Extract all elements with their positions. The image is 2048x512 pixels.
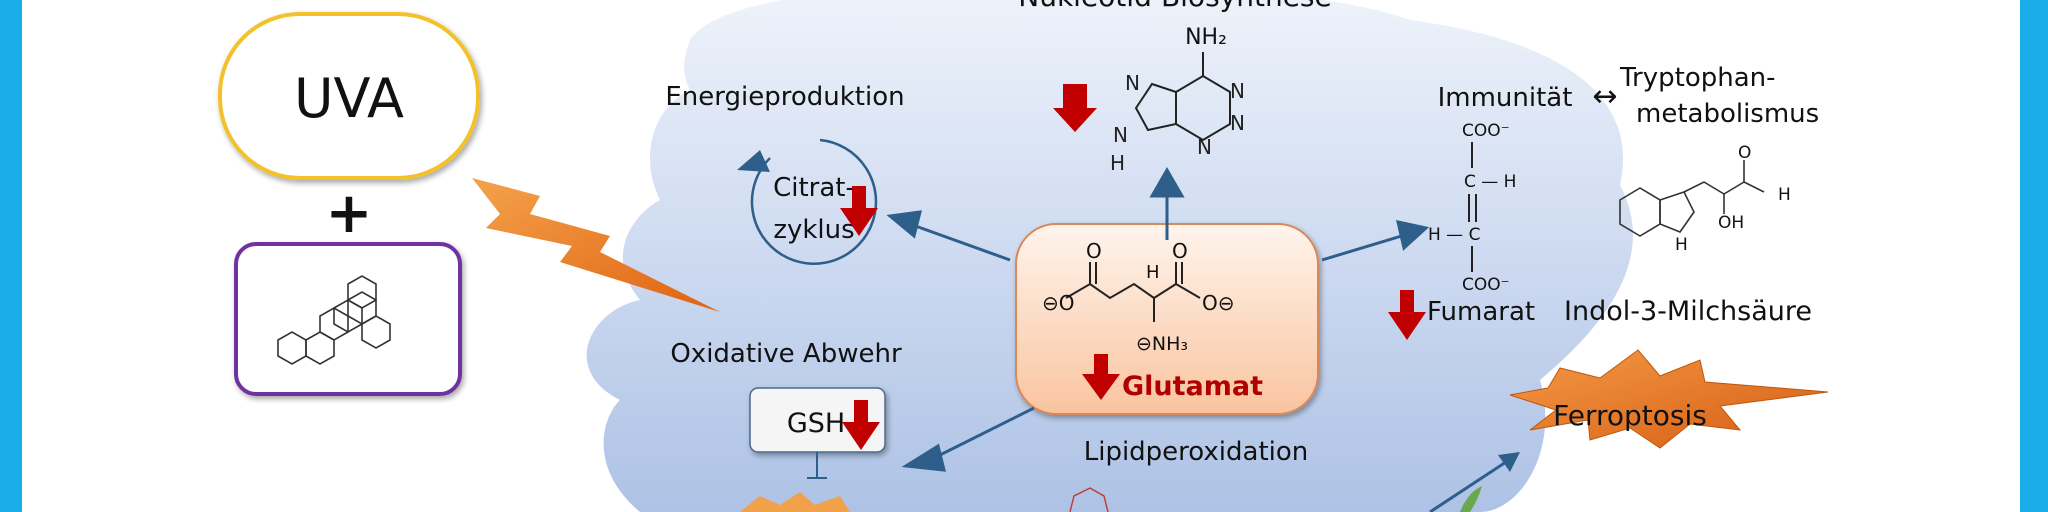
lipid-structure-icon <box>1069 487 1109 512</box>
left-blue-border <box>0 0 22 512</box>
tryptophan-line2: metabolismus <box>1636 99 1819 129</box>
coo-top-label: COO⁻ <box>1462 121 1510 141</box>
adenine-structure-icon <box>1134 52 1231 142</box>
benzopyrene-structure-icon <box>277 275 391 365</box>
uva-box: UVA <box>218 12 480 180</box>
svg-text:N: N <box>1230 111 1245 135</box>
citrate-cycle-circle <box>750 138 878 265</box>
adenine-atom-labels: N N N N N H <box>1110 71 1245 175</box>
plus-sign: + <box>326 181 373 246</box>
indole-oh-label: OH <box>1718 213 1744 233</box>
ch-label: C — H <box>1464 172 1516 192</box>
lipid-title: Lipidperoxidation <box>1084 437 1309 467</box>
citrate-cycle-line1: Citrat- <box>773 173 855 203</box>
arrowhead-nucleotide-icon <box>1149 166 1185 198</box>
cycle-arrowhead-icon <box>737 150 770 172</box>
nucleotide-down-arrow-icon <box>1053 84 1097 132</box>
glu-o-left: ⊖O <box>1042 291 1075 315</box>
svg-text:H: H <box>1110 151 1125 175</box>
svg-text:N: N <box>1113 123 1128 147</box>
glu-o-top-1: O <box>1086 239 1102 263</box>
gsh-down-arrow-icon <box>842 400 880 450</box>
citrate-cycle-line2: zyklus <box>773 215 854 245</box>
green-leaf-partial <box>1460 486 1482 512</box>
fumarat-label: Fumarat <box>1427 297 1535 327</box>
ferroptosis-burst <box>1509 349 1829 449</box>
glu-h-label: H <box>1146 262 1160 283</box>
orange-burst-partial <box>740 492 850 512</box>
arrowhead-energy-icon <box>886 210 922 239</box>
arrowhead-immunity-icon <box>1396 220 1430 251</box>
energy-title: Energieproduktion <box>665 82 904 112</box>
svg-text:N: N <box>1125 71 1140 95</box>
glutamate-structure-icon <box>1065 262 1201 322</box>
arrow-to-energy <box>909 222 1011 262</box>
right-blue-border <box>2020 0 2048 512</box>
fumarat-down-arrow-icon <box>1388 290 1426 340</box>
connector-arrows <box>886 166 1430 472</box>
glu-o-right: O⊖ <box>1202 291 1235 315</box>
ferroptosis-label: Ferroptosis <box>1553 399 1707 432</box>
glu-nh3-label: ⊖NH₃ <box>1136 333 1188 355</box>
citrate-down-arrow-icon <box>840 186 878 236</box>
lightning-bolt-icon <box>472 178 720 312</box>
glutamat-box: O O ⊖O O⊖ H ⊖NH₃ Glutamat <box>1015 223 1319 415</box>
glutamat-down-arrow-icon <box>1082 354 1120 400</box>
nh2-label: NH₂ <box>1185 25 1227 50</box>
indole-nh-label: H <box>1675 235 1688 255</box>
immunity-title: Immunität <box>1438 83 1573 113</box>
coo-bottom-label: COO⁻ <box>1462 275 1510 295</box>
hc-label: H — C <box>1428 225 1480 245</box>
immunity-arrow-icon: ↔ <box>1592 79 1617 114</box>
indole-h-label: H <box>1778 185 1791 205</box>
arrow-to-ferroptosis <box>1429 460 1507 512</box>
indole-label: Indol-3-Milchsäure <box>1564 296 1812 327</box>
svg-text:N: N <box>1197 135 1212 159</box>
glu-o-top-2: O <box>1172 239 1188 263</box>
arrowhead-oxidative-icon <box>901 443 946 472</box>
oxidative-title: Oxidative Abwehr <box>670 339 902 369</box>
nucleotide-title: Nukleotid-Biosynthese <box>1018 0 1331 13</box>
arrowhead-ferroptosis-icon <box>1498 452 1520 472</box>
arrow-to-immunity <box>1321 232 1409 262</box>
arrow-to-oxidative <box>929 406 1035 462</box>
indole-o-label: O <box>1738 143 1751 163</box>
uva-label: UVA <box>294 67 404 130</box>
indole-structure-icon <box>1619 160 1765 237</box>
tryptophan-line1: Tryptophan- <box>1619 63 1776 93</box>
svg-text:N: N <box>1230 79 1245 103</box>
gsh-label: GSH <box>787 408 845 439</box>
pah-box <box>234 242 462 396</box>
glutamat-label: Glutamat <box>1122 371 1263 402</box>
